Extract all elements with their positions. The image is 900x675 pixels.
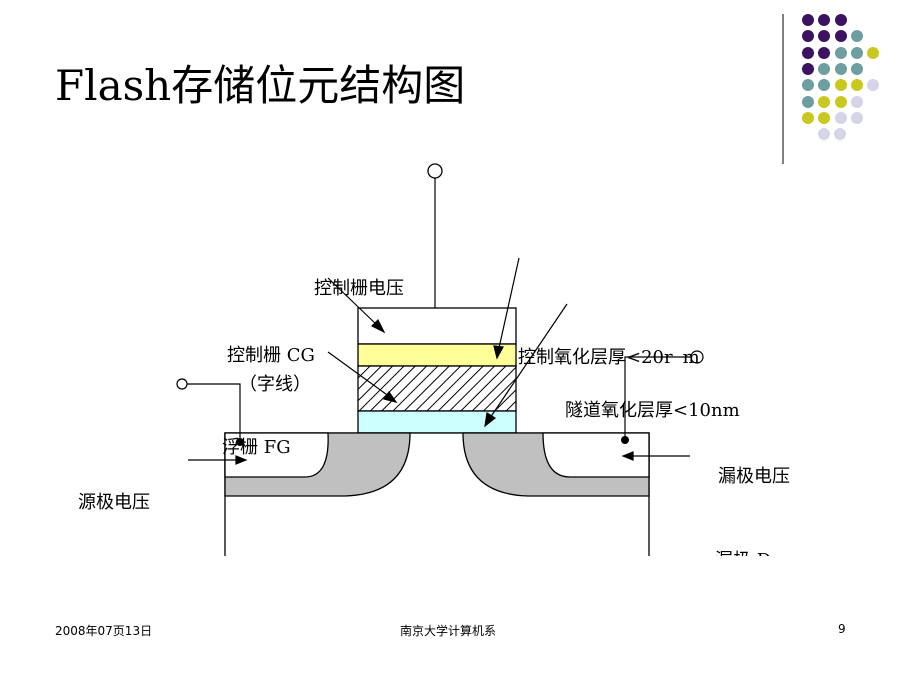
- decor-dot: [834, 128, 847, 141]
- drain-label: 漏极 D: [715, 546, 771, 556]
- title-divider: [782, 14, 784, 164]
- arrow-control-oxide: [498, 257, 520, 349]
- decor-dot: [818, 128, 830, 141]
- control-gate-layer: [357, 307, 517, 345]
- decor-dot: [802, 14, 814, 26]
- decor-dot: [867, 46, 880, 59]
- footer-organization: 南京大学计算机系: [400, 624, 497, 638]
- decor-dot: [834, 14, 847, 26]
- decor-dot: [818, 46, 831, 59]
- decor-dot: [802, 95, 814, 108]
- decor-dot: [834, 111, 847, 124]
- source-wire: [187, 383, 241, 442]
- word-line-label: （字线）: [239, 374, 311, 395]
- decor-dot: [850, 30, 863, 43]
- decor-dot: [850, 95, 863, 108]
- drain-region: [542, 432, 650, 478]
- decor-dot: [802, 79, 814, 92]
- gate-terminal: [427, 163, 443, 179]
- source-region: [224, 432, 329, 478]
- tunnel-oxide-label: 隧道氧化层厚<10nm: [565, 400, 740, 421]
- decor-dot: [834, 46, 847, 59]
- decor-dot: [834, 79, 847, 92]
- control-oxide-layer: [357, 343, 517, 367]
- arrow-tunnel-oxide: [489, 303, 568, 419]
- drain-label-clip: 漏极 D: [700, 540, 840, 556]
- page-number: 9: [838, 622, 846, 636]
- decor-dot: [818, 30, 831, 43]
- decor-dot: [850, 62, 863, 75]
- decor-dot: [867, 79, 880, 92]
- decor-dot: [850, 111, 863, 124]
- decor-dot: [818, 62, 831, 75]
- decor-dot: [818, 14, 831, 26]
- drain-wire: [624, 356, 691, 440]
- arrow-control-gate: [327, 277, 379, 327]
- drain-voltage-label: 漏极电压: [718, 466, 790, 487]
- control-gate-voltage-label: 控制栅电压: [314, 278, 404, 299]
- control-gate-label: 控制栅 CG: [227, 345, 315, 366]
- footer-date: 2008年07页13日: [55, 624, 153, 638]
- slide-title: Flash存储位元结构图: [55, 61, 466, 110]
- decor-dot: [802, 30, 814, 43]
- decor-dot: [818, 95, 831, 108]
- decor-dot: [802, 46, 814, 59]
- control-oxide-unit: m: [682, 347, 700, 368]
- floating-gate-layer: [357, 365, 517, 412]
- source-contact: [236, 438, 244, 446]
- decor-dot: [802, 62, 814, 75]
- decor-dot: [802, 111, 814, 124]
- decor-dot: [818, 111, 831, 124]
- source-terminal: [176, 378, 188, 390]
- decor-dot: [850, 79, 863, 92]
- floating-gate-label: 浮栅 FG: [222, 437, 291, 458]
- decor-dot: [834, 62, 847, 75]
- decor-dot: [834, 30, 847, 43]
- decor-dot: [818, 79, 831, 92]
- arrow-floating-gate: [327, 351, 391, 398]
- source-voltage-label: 源极电压: [78, 492, 150, 513]
- control-oxide-label: 控制氧化层厚<20r m: [518, 343, 700, 369]
- control-oxide-text: 控制氧化层厚<20r: [518, 347, 673, 368]
- drain-contact: [621, 436, 629, 444]
- decor-dot: [850, 46, 863, 59]
- decor-dot: [834, 95, 847, 108]
